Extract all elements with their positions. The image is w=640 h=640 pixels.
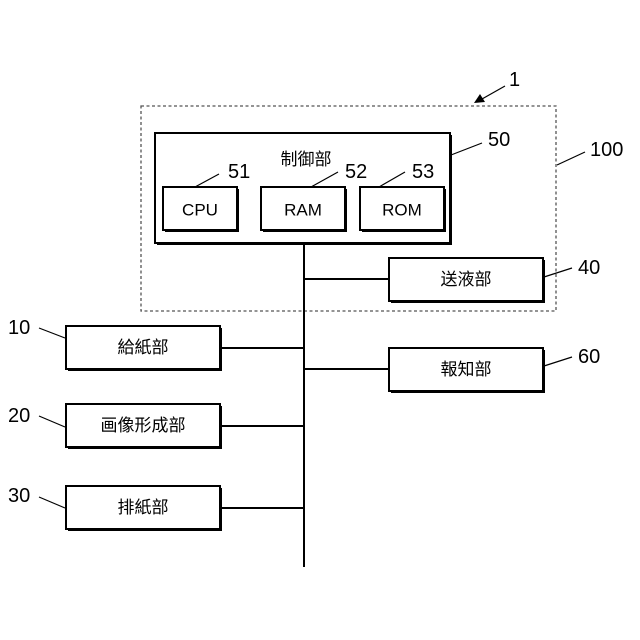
paper-feed-label: 給紙部 xyxy=(118,338,169,358)
liquid-feed-ref: 40 xyxy=(578,257,600,279)
notification-leader xyxy=(544,357,572,366)
notification-ref: 60 xyxy=(578,346,600,368)
system-arrow-shaft xyxy=(482,86,505,99)
paper-discharge-ref: 30 xyxy=(8,485,30,507)
system-ref: 1 xyxy=(474,69,520,103)
ram-label: RAM xyxy=(284,201,322,220)
paper-feed-block: 給紙部 10 xyxy=(8,317,304,371)
liquid-feed-label: 送液部 xyxy=(441,270,492,290)
image-forming-ref: 20 xyxy=(8,405,30,427)
paper-discharge-label: 排紙部 xyxy=(118,498,169,518)
rom-label: ROM xyxy=(382,201,422,220)
paper-feed-leader xyxy=(39,328,65,338)
image-forming-block: 画像形成部 20 xyxy=(8,404,304,449)
paper-discharge-block: 排紙部 30 xyxy=(8,485,304,531)
enclosure-ref: 100 xyxy=(590,139,623,161)
paper-discharge-leader xyxy=(39,497,65,508)
image-forming-leader xyxy=(39,416,65,427)
notification-block: 報知部 60 xyxy=(304,346,600,393)
system-ref-number: 1 xyxy=(509,69,520,91)
paper-feed-ref: 10 xyxy=(8,317,30,339)
controller-label: 制御部 xyxy=(281,150,332,170)
controller-block: 制御部 50 CPU 51 RAM 52 ROM 53 xyxy=(155,129,510,245)
notification-label: 報知部 xyxy=(441,360,492,380)
ram-ref: 52 xyxy=(345,161,367,183)
controller-ref: 50 xyxy=(488,129,510,151)
rom-ref: 53 xyxy=(412,161,434,183)
enclosure-leader xyxy=(557,152,585,165)
liquid-feed-leader xyxy=(544,268,572,277)
controller-leader xyxy=(451,143,482,155)
image-forming-label: 画像形成部 xyxy=(101,416,186,436)
cpu-label: CPU xyxy=(182,201,218,220)
cpu-ref: 51 xyxy=(228,161,250,183)
